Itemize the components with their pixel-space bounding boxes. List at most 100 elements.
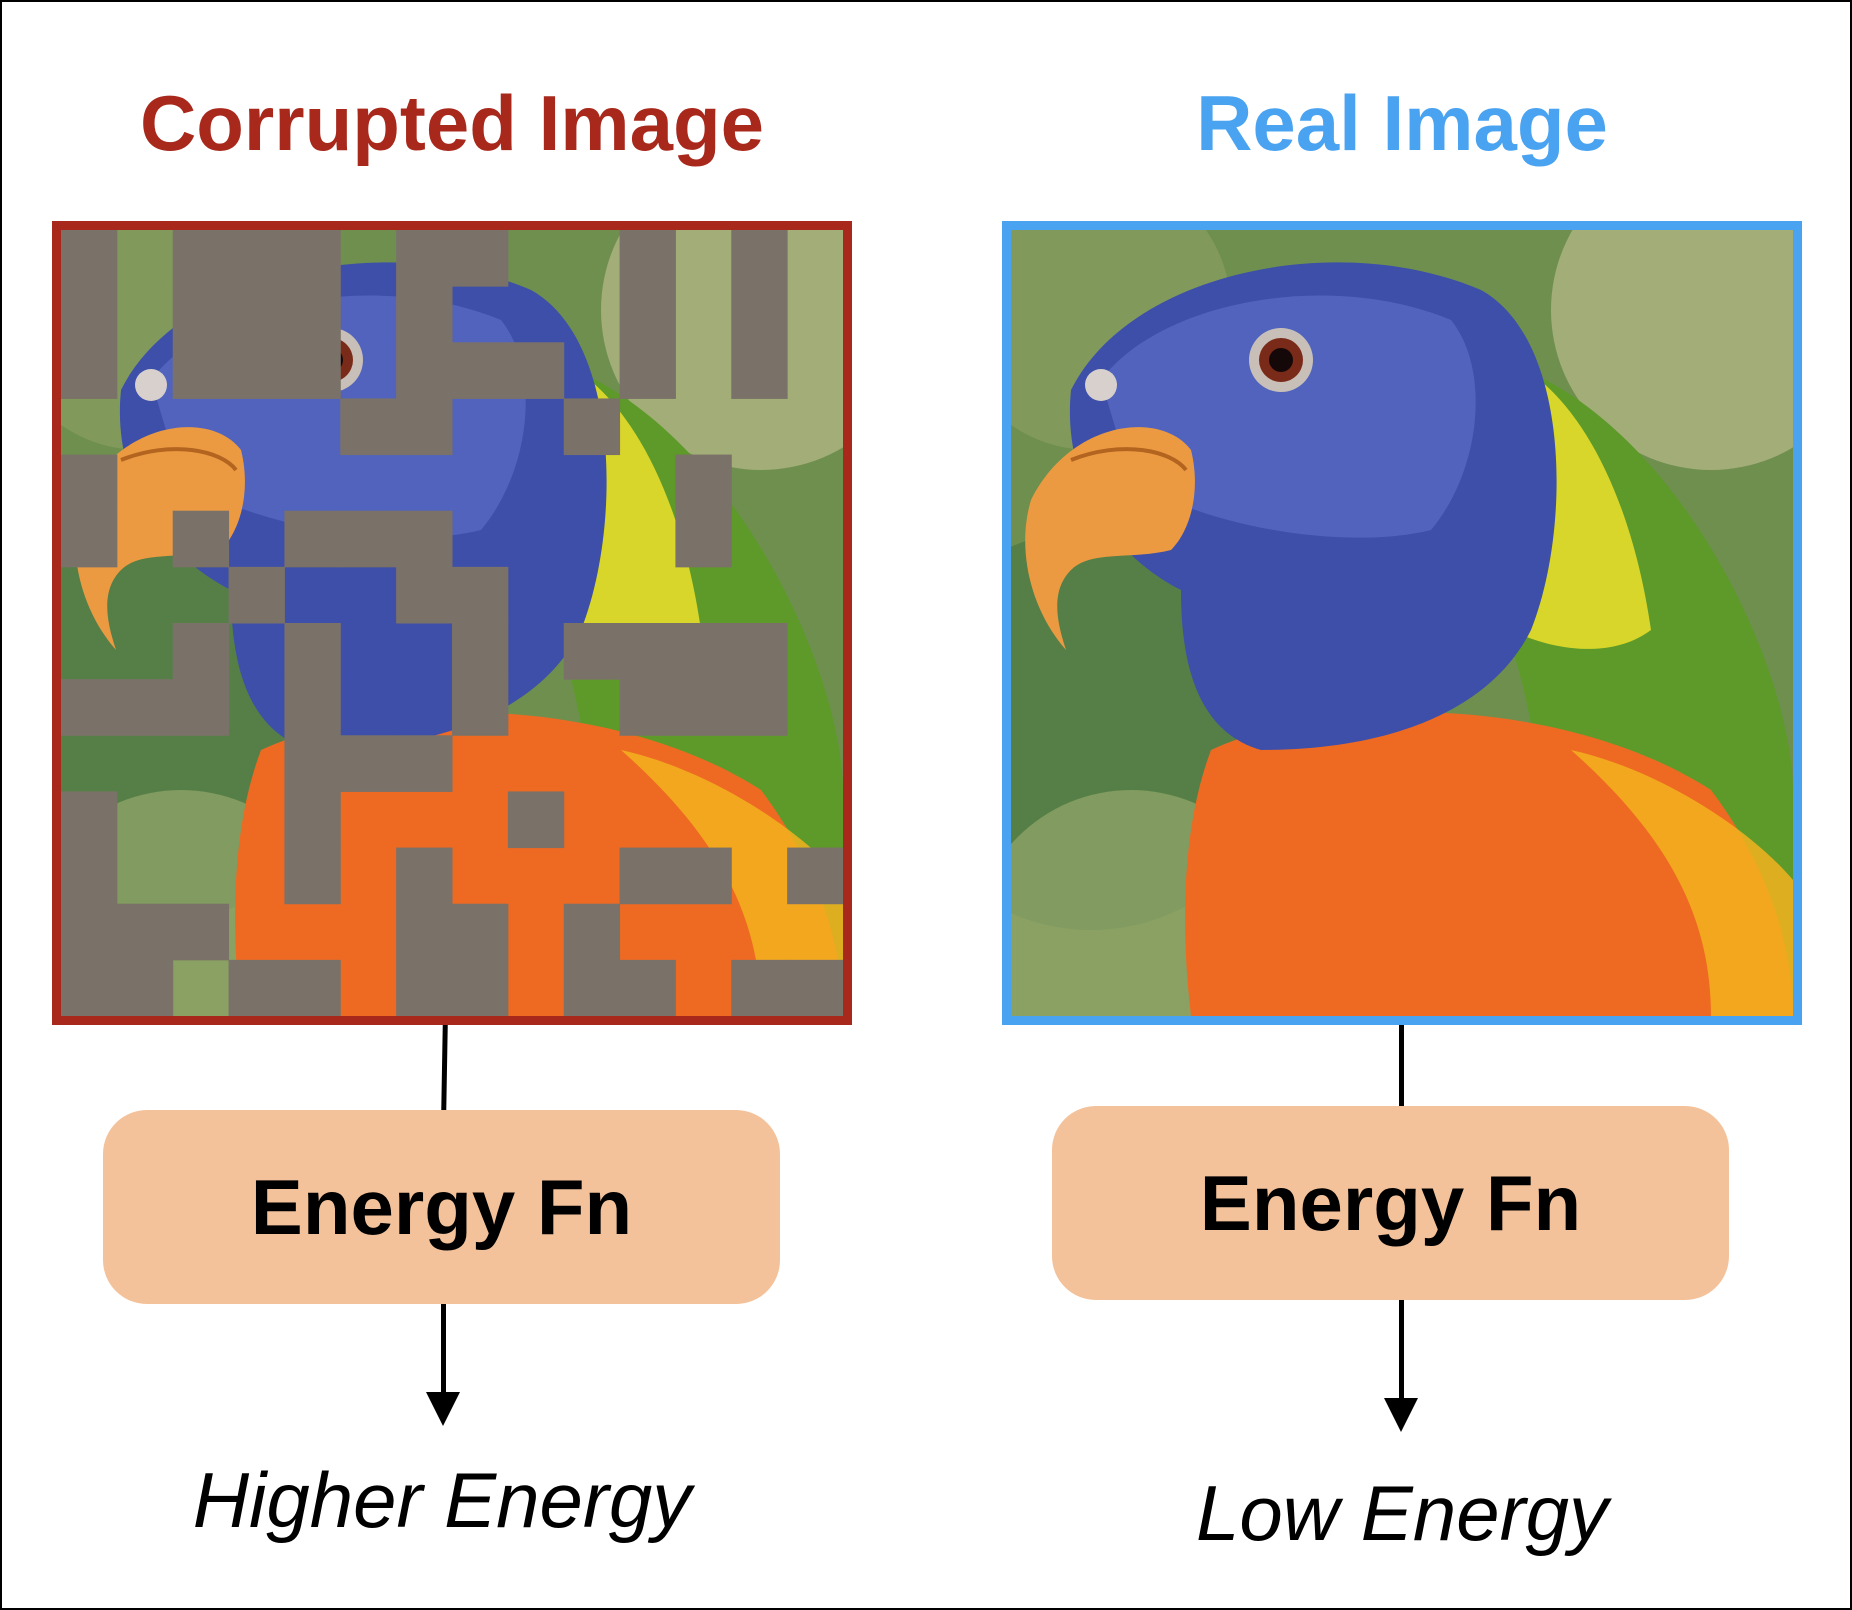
mask-patch: [340, 735, 397, 792]
mask-patch: [675, 623, 732, 680]
right-arrow-shaft: [1399, 1300, 1404, 1402]
mask-patch: [396, 398, 453, 456]
mask-patch: [731, 286, 788, 343]
energy-function-label-right: Energy Fn: [1199, 1158, 1582, 1247]
left-arrow-head: [426, 1392, 460, 1426]
mask-patch: [61, 959, 118, 1016]
mask-patch: [228, 959, 285, 1016]
mask-patch: [61, 679, 118, 736]
mask-patch: [228, 566, 285, 624]
mask-patch: [675, 679, 732, 736]
mask-patch: [452, 566, 509, 624]
mask-patch: [284, 847, 341, 905]
masked-patches: [61, 230, 843, 1016]
mask-patch: [396, 903, 453, 961]
mask-patch: [172, 510, 230, 568]
energy-function-box-right: Energy Fn: [1052, 1106, 1729, 1300]
mask-patch: [61, 791, 118, 849]
mask-patch: [452, 679, 509, 736]
mask-patch: [563, 623, 621, 680]
corrupted-beak: [75, 427, 245, 650]
mask-patch: [675, 454, 732, 512]
real-eye-pupil: [1269, 348, 1293, 372]
corrupted-parrot-image: [61, 230, 843, 1016]
mask-patch: [228, 286, 285, 343]
mask-patch: [731, 230, 788, 287]
corrupted-image-frame: [52, 221, 852, 1025]
real-yellow-breast: [1571, 750, 1793, 1016]
mask-patch: [284, 679, 341, 736]
mask-patch: [675, 847, 732, 905]
real-image-frame: [1002, 221, 1802, 1025]
real-nostril-patch: [1085, 369, 1117, 401]
mask-patch: [731, 623, 788, 680]
mask-patch: [172, 623, 230, 680]
mask-patch: [619, 286, 676, 343]
mask-patch: [340, 398, 397, 456]
mask-patch: [284, 342, 341, 399]
mask-patch: [116, 959, 174, 1016]
mask-patch: [61, 903, 118, 961]
mask-patch: [619, 230, 676, 287]
mask-patch: [61, 342, 118, 399]
mask-patch: [787, 959, 843, 1016]
low-energy-label: Low Energy: [1196, 1469, 1608, 1557]
mask-patch: [396, 286, 453, 343]
real-beak: [1025, 427, 1195, 650]
mask-patch: [116, 679, 174, 736]
mask-patch: [563, 959, 621, 1016]
mask-patch: [172, 903, 230, 961]
mask-patch: [452, 903, 509, 961]
corrupted-nostril-patch: [135, 369, 167, 401]
mask-patch: [731, 679, 788, 736]
mask-patch: [116, 903, 174, 961]
mask-patch: [284, 959, 341, 1016]
mask-patch: [452, 959, 509, 1016]
mask-patch: [563, 903, 621, 961]
mask-patch: [452, 230, 509, 287]
real-beak-line: [1070, 447, 1188, 472]
real-bokeh-light: [1551, 230, 1793, 470]
mask-patch: [396, 230, 453, 287]
mask-patch: [172, 230, 230, 287]
mask-patch: [452, 623, 509, 680]
mask-patch: [619, 679, 676, 736]
mask-patch: [563, 398, 621, 456]
mask-patch: [675, 510, 732, 568]
corrupted-beak-line: [120, 447, 238, 472]
mask-patch: [284, 623, 341, 680]
mask-patch: [619, 342, 676, 399]
mask-patch: [396, 735, 453, 792]
mask-patch: [172, 286, 230, 343]
mask-patch: [452, 342, 509, 399]
mask-patch: [340, 510, 397, 568]
mask-patch: [284, 735, 341, 792]
real-parrot-picture: [1011, 230, 1793, 1016]
mask-patch: [228, 342, 285, 399]
mask-patch: [396, 959, 453, 1016]
mask-patch: [396, 510, 453, 568]
mask-patch: [731, 959, 788, 1016]
mask-patch: [396, 566, 453, 624]
left-arrow-shaft: [441, 1304, 446, 1396]
energy-function-label-left: Energy Fn: [250, 1162, 633, 1251]
right-connector-line: [1399, 1025, 1404, 1107]
mask-patch: [284, 230, 341, 287]
mask-patch: [61, 454, 118, 512]
mask-patch: [619, 959, 676, 1016]
mask-patch: [787, 847, 843, 905]
real-image-title: Real Image: [1196, 79, 1608, 167]
mask-patch: [284, 286, 341, 343]
mask-patch: [284, 791, 341, 849]
mask-patch: [619, 847, 676, 905]
mask-patch: [731, 342, 788, 399]
corrupted-yellow-breast: [621, 750, 843, 1016]
corrupted-image-title: Corrupted Image: [139, 79, 765, 167]
energy-function-box-left: Energy Fn: [103, 1110, 780, 1304]
mask-patch: [507, 791, 565, 849]
real-parrot-image: [1011, 230, 1793, 1016]
mask-patch: [396, 847, 453, 905]
mask-patch: [228, 230, 285, 287]
